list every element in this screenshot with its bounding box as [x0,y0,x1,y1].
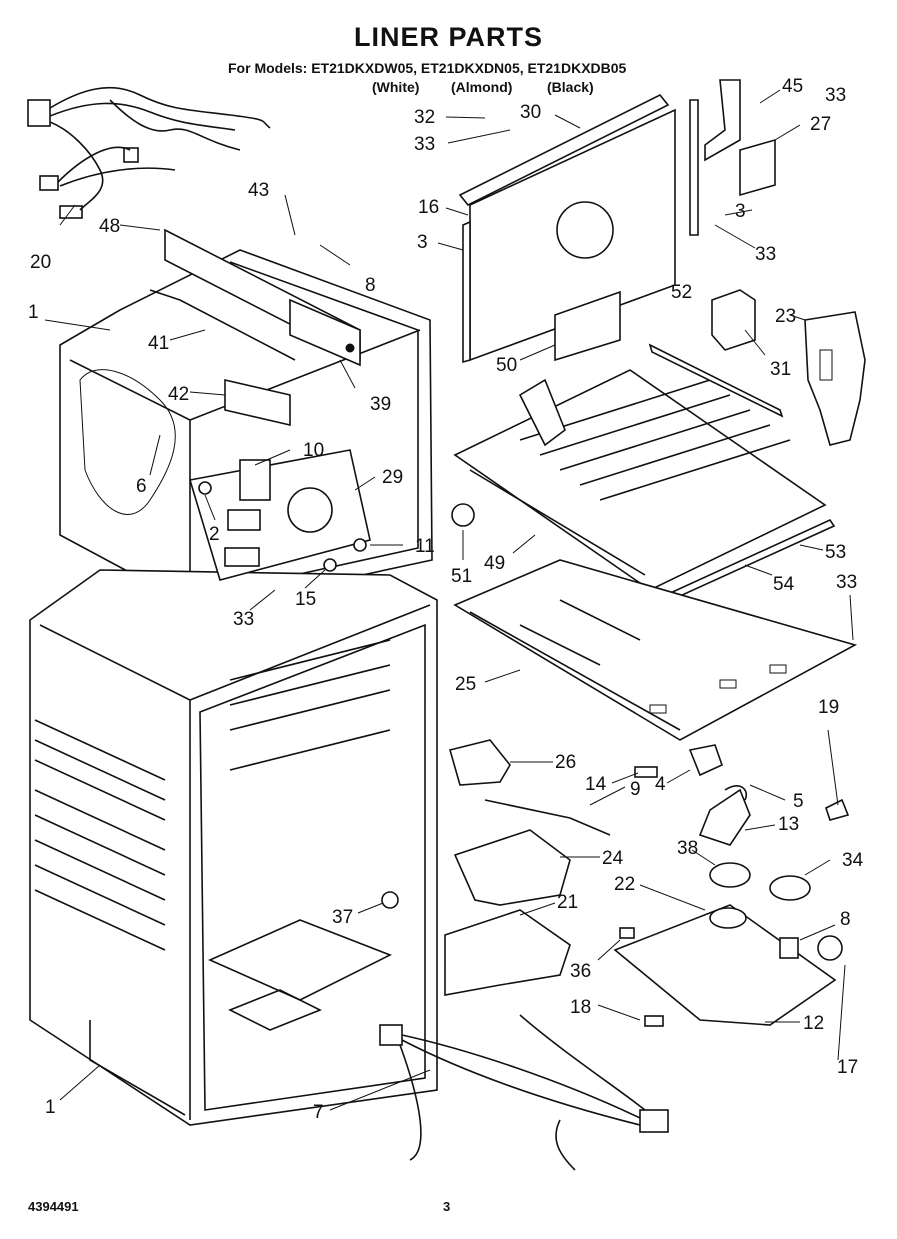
crisper-cover-frame [453,559,858,741]
callout-38: 38 [677,838,698,859]
variant-almond: (Almond) [451,79,513,95]
lower-wire-harness [379,1014,669,1171]
callout-30: 30 [520,102,541,123]
callout-52: 52 [671,282,692,303]
callout-29: 29 [382,467,403,488]
callout-8-lower: 8 [840,909,851,930]
ice-bucket [451,289,866,527]
callout-53: 53 [825,542,846,563]
callout-33-shelf: 33 [836,572,857,593]
variant-black: (Black) [547,79,594,95]
callout-7: 7 [313,1102,324,1123]
callout-17: 17 [837,1057,858,1078]
callout-42: 42 [168,384,189,405]
models-line: For Models: ET21DKXDW05, ET21DKXDN05, ET… [228,60,627,76]
callout-36: 36 [570,961,591,982]
callout-31: 31 [770,359,791,380]
callout-45: 45 [782,76,803,97]
callout-4: 4 [655,774,666,795]
evaporator-fan-assembly [188,449,371,581]
callout-23: 23 [775,306,796,327]
callout-32: 32 [414,107,435,128]
callout-8-upper: 8 [365,275,376,296]
callout-33-top-left: 33 [414,134,435,155]
callout-6: 6 [136,476,147,497]
callout-43: 43 [248,180,269,201]
callout-1-lower: 1 [45,1097,56,1118]
callout-26: 26 [555,752,576,773]
evaporator-cover [458,79,776,364]
callout-2: 2 [209,524,220,545]
callout-37: 37 [332,907,353,928]
callout-25: 25 [455,674,476,695]
document-number: 4394491 [28,1199,79,1214]
leader-lines [44,89,854,1111]
callout-13: 13 [778,814,799,835]
callout-41: 41 [148,333,169,354]
callout-34: 34 [842,850,864,871]
callout-54: 54 [773,574,795,595]
callout-9: 9 [630,779,641,800]
callout-24: 24 [602,848,624,869]
callout-51: 51 [451,566,472,587]
callout-5: 5 [793,791,804,812]
callout-18: 18 [570,997,591,1018]
callout-16: 16 [418,197,439,218]
callout-12: 12 [803,1013,824,1034]
callout-1-upper: 1 [28,302,39,323]
callout-33-freezer: 33 [233,609,254,630]
freezer-shelf [453,369,827,591]
callout-19: 19 [818,697,839,718]
water-dispenser-parts [444,829,571,996]
callout-33-mid-right: 33 [755,244,776,265]
callout-22: 22 [614,874,635,895]
light-housing-assembly [381,862,843,1027]
callout-labels: 20 48 43 8 1 41 42 39 10 6 29 2 11 15 33… [28,76,864,1123]
callout-15: 15 [295,589,316,610]
callout-11: 11 [415,536,435,557]
callout-33-top-right: 33 [825,85,846,106]
callout-14: 14 [585,774,607,795]
callout-20: 20 [30,252,51,273]
upper-wire-harness [27,86,271,219]
control-parts [449,739,850,846]
callout-3-left: 3 [417,232,428,253]
callout-50: 50 [496,355,517,376]
page-title: LINER PARTS [353,22,543,52]
callout-48: 48 [99,216,120,237]
fresh-food-liner [29,569,438,1126]
callout-10: 10 [303,440,324,461]
variant-white: (White) [372,79,420,95]
page-number: 3 [443,1199,451,1214]
callout-49: 49 [484,553,505,574]
callout-21: 21 [557,892,578,913]
freezer-air-duct [149,228,361,427]
callout-39: 39 [370,394,391,415]
callout-3-right: 3 [735,201,746,222]
callout-27: 27 [810,114,831,135]
